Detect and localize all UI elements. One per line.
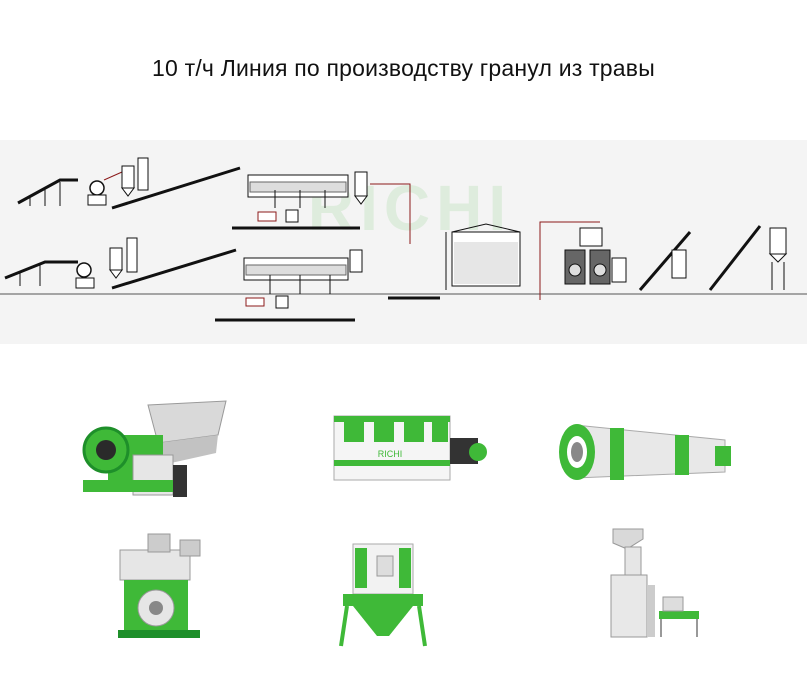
upper-dryer-section <box>247 171 368 223</box>
belt-dryer-icon: RICHI <box>333 415 487 481</box>
svg-text:RICHI: RICHI <box>378 449 403 459</box>
cooler <box>671 249 687 279</box>
page-title: 10 т/ч Линия по производству гранул из т… <box>152 55 655 81</box>
storage-bin <box>445 223 521 290</box>
pellet-mill-section <box>564 227 627 285</box>
packing-scale <box>768 227 788 290</box>
upper-conveyor <box>111 166 241 210</box>
lower-conveyor <box>111 248 237 290</box>
upper-crushing-section <box>17 157 149 206</box>
bagging-machine-icon <box>610 528 699 638</box>
counterflow-cooler-icon <box>339 543 427 647</box>
production-line-diagram: RICHI <box>0 140 807 344</box>
rotary-drum-dryer-icon <box>559 424 731 480</box>
hammer-mill-icon <box>82 400 227 497</box>
pellet-mill-icon <box>118 533 201 638</box>
cooler-conveyor <box>638 231 692 291</box>
lower-crushing-section <box>4 237 138 289</box>
packing-conveyor <box>708 225 762 291</box>
lower-dryer-section <box>243 249 363 309</box>
